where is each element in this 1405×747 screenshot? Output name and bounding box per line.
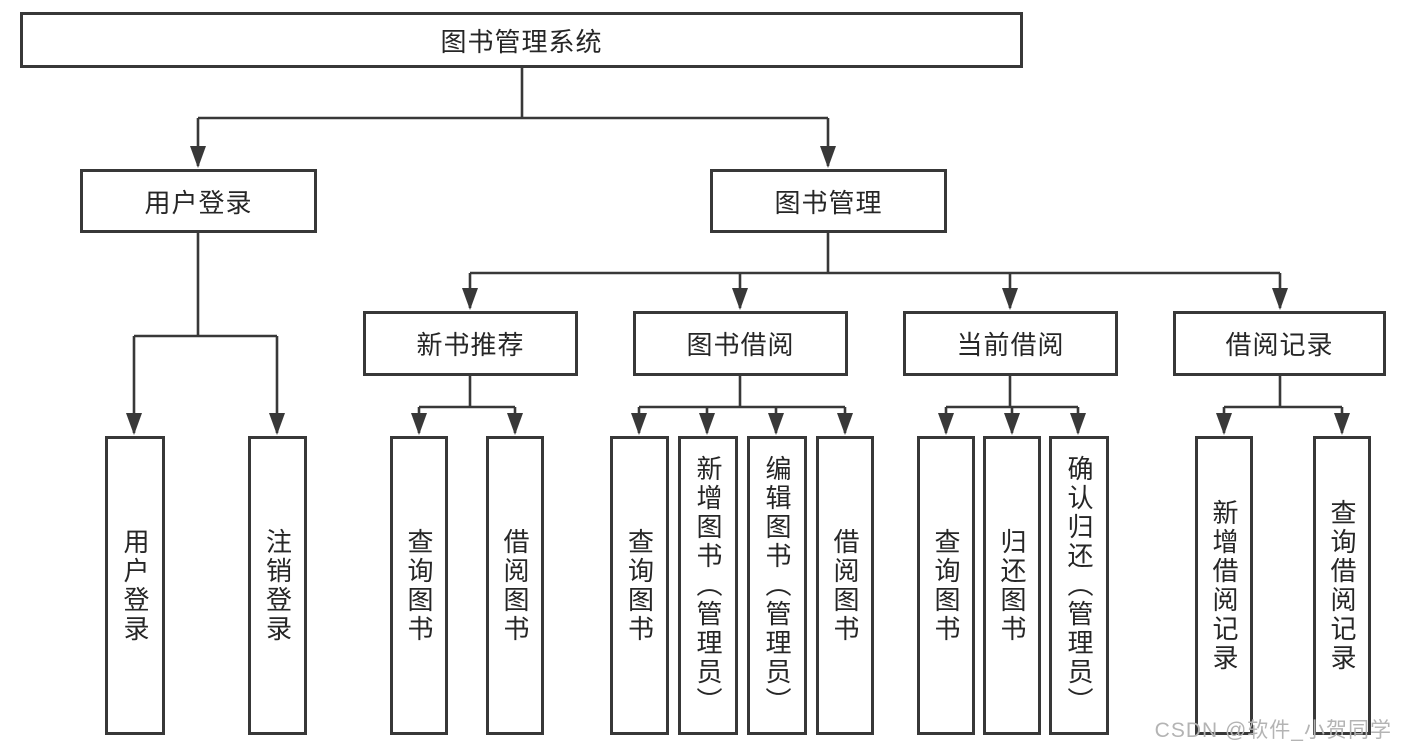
- leaf-borrow-books-recommend: 借阅图书: [486, 436, 544, 735]
- leaf-add-borrow-record-label: 新增借阅记录: [1209, 498, 1239, 673]
- csdn-watermark: CSDN @软件_小贺同学: [1154, 719, 1392, 742]
- leaf-add-borrow-record: 新增借阅记录: [1195, 436, 1253, 735]
- leaf-add-book-admin: 新增图书（管理员）: [678, 436, 738, 735]
- leaf-confirm-return-admin-label: 确认归还（管理员）: [1064, 455, 1094, 716]
- leaf-user-login-label: 用户登录: [120, 527, 150, 644]
- leaf-query-books-current: 查询图书: [917, 436, 975, 735]
- node-borrowing-records: 借阅记录: [1173, 311, 1386, 376]
- leaf-add-book-admin-label: 新增图书（管理员）: [693, 455, 723, 716]
- connector-arrows: [126, 118, 1350, 435]
- leaf-query-books-borrow-label: 查询图书: [624, 527, 655, 644]
- leaf-query-books-current-label: 查询图书: [931, 527, 961, 644]
- leaf-query-books-recommend: 查询图书: [390, 436, 448, 735]
- leaf-edit-book-admin: 编辑图书（管理员）: [747, 436, 807, 735]
- leaf-confirm-return-admin: 确认归还（管理员）: [1049, 436, 1109, 735]
- leaf-return-books-label: 归还图书: [997, 527, 1027, 644]
- leaf-borrow-books-recommend-label: 借阅图书: [500, 527, 530, 644]
- leaf-logout: 注销登录: [248, 436, 307, 735]
- leaf-borrow-books-borrow-label: 借阅图书: [830, 527, 860, 644]
- leaf-user-login: 用户登录: [105, 436, 165, 735]
- leaf-edit-book-admin-label: 编辑图书（管理员）: [762, 455, 792, 716]
- node-new-book-recommend: 新书推荐: [363, 311, 578, 376]
- leaf-query-books-recommend-label: 查询图书: [404, 527, 434, 644]
- leaf-logout-label: 注销登录: [262, 527, 293, 644]
- leaf-query-books-borrow: 查询图书: [610, 436, 669, 735]
- leaf-borrow-books-borrow: 借阅图书: [816, 436, 874, 735]
- node-user-login: 用户登录: [80, 169, 317, 233]
- leaf-return-books: 归还图书: [983, 436, 1041, 735]
- leaf-query-borrow-record-label: 查询借阅记录: [1327, 498, 1357, 673]
- node-book-management: 图书管理: [710, 169, 947, 233]
- node-library-system: 图书管理系统: [20, 12, 1023, 68]
- node-current-borrowing: 当前借阅: [903, 311, 1118, 376]
- leaf-query-borrow-record: 查询借阅记录: [1313, 436, 1371, 735]
- node-book-borrowing: 图书借阅: [633, 311, 848, 376]
